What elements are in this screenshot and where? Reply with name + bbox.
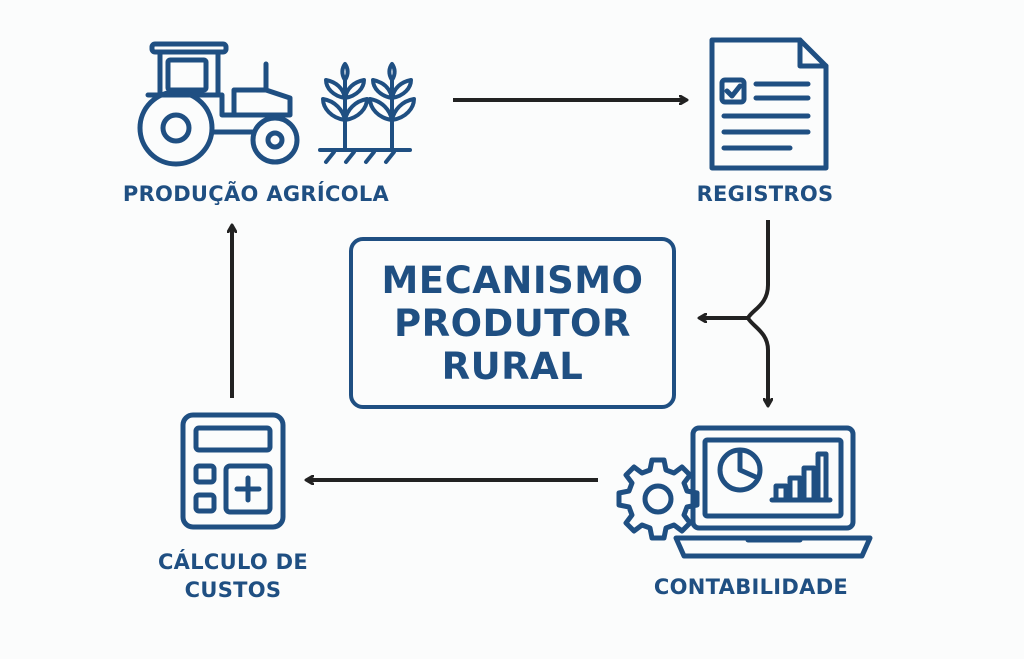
registros-label: REGISTROS xyxy=(696,182,834,206)
calculo-label-line2: CUSTOS xyxy=(184,578,282,602)
laptop-chart-icon xyxy=(673,425,873,559)
calculo-custos-label: CÁLCULO DE CUSTOS xyxy=(145,548,321,604)
document-icon xyxy=(709,37,829,171)
center-title-line3: RURAL xyxy=(441,344,584,388)
arrow-registros-to-contabilidade xyxy=(745,220,768,405)
gear-icon xyxy=(616,457,700,541)
calculator-icon xyxy=(180,412,286,530)
center-mechanism-box: MECANISMO PRODUTOR RURAL xyxy=(349,237,676,409)
tractor-icon xyxy=(137,41,300,167)
plants-icon xyxy=(318,62,416,164)
center-title-line1: MECANISMO xyxy=(381,258,644,302)
producao-agricola-label: PRODUÇÃO AGRÍCOLA xyxy=(122,182,390,206)
contabilidade-label: CONTABILIDADE xyxy=(653,575,849,599)
calculo-label-line1: CÁLCULO DE xyxy=(157,550,309,574)
center-title-line2: PRODUTOR xyxy=(393,301,631,345)
